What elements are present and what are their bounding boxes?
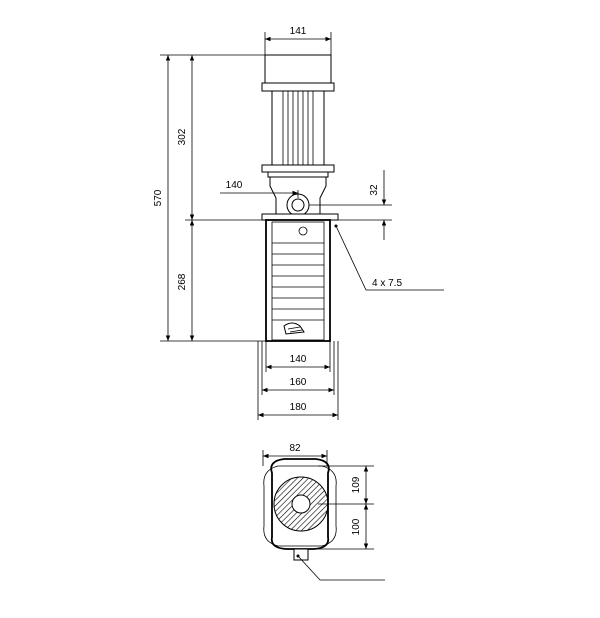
outlet-port-bore: [291, 198, 305, 212]
top-view-port: [293, 548, 309, 561]
dim-label-base-inner: 140: [290, 354, 307, 365]
motor-top-cap: [264, 54, 332, 84]
dim-label-top-lower: 100: [351, 518, 362, 535]
dim-label-upper-height: 302: [177, 128, 188, 145]
pump-outer-sleeve: [265, 219, 331, 342]
dim-label-motor-width: 141: [290, 26, 307, 37]
pump-stages: [272, 242, 324, 321]
motor-cap-rim: [261, 82, 335, 92]
dim-label-overall-height: 570: [153, 189, 164, 206]
motor-adapter: [267, 171, 329, 178]
top-view-flange: [263, 465, 337, 547]
leader-hole-spec: [335, 225, 367, 291]
dim-label-top-upper: 109: [351, 476, 362, 493]
dim-label-base-mid: 160: [290, 377, 307, 388]
side-view-dimensions: 141 570 302 268 140 32 4 x 7.5: [153, 26, 444, 420]
top-view-dimensions: 82 109 100: [262, 443, 385, 581]
leader-top-port: [297, 555, 321, 581]
dim-label-port-offset-x: 140: [226, 180, 243, 191]
dim-label-hole-spec: 4 x 7.5: [372, 278, 402, 289]
motor-cooling-fins: [282, 91, 314, 165]
pump-head: [261, 176, 339, 221]
motor-flange: [261, 164, 335, 173]
pump-inner-sleeve: [271, 221, 325, 341]
dim-label-lower-height: 268: [177, 273, 188, 290]
dim-label-base-outer: 180: [290, 402, 307, 413]
sleeve-bolt: [298, 226, 308, 236]
inlet-strainer: [283, 322, 305, 335]
motor: [261, 54, 335, 178]
side-view: [261, 54, 339, 342]
top-view: [263, 458, 337, 561]
pump-sleeve: [265, 219, 331, 342]
inlet-body: [283, 322, 305, 335]
dim-label-top-width: 82: [289, 443, 301, 454]
dim-label-port-offset-y: 32: [369, 184, 380, 196]
fan-hub: [291, 494, 311, 514]
